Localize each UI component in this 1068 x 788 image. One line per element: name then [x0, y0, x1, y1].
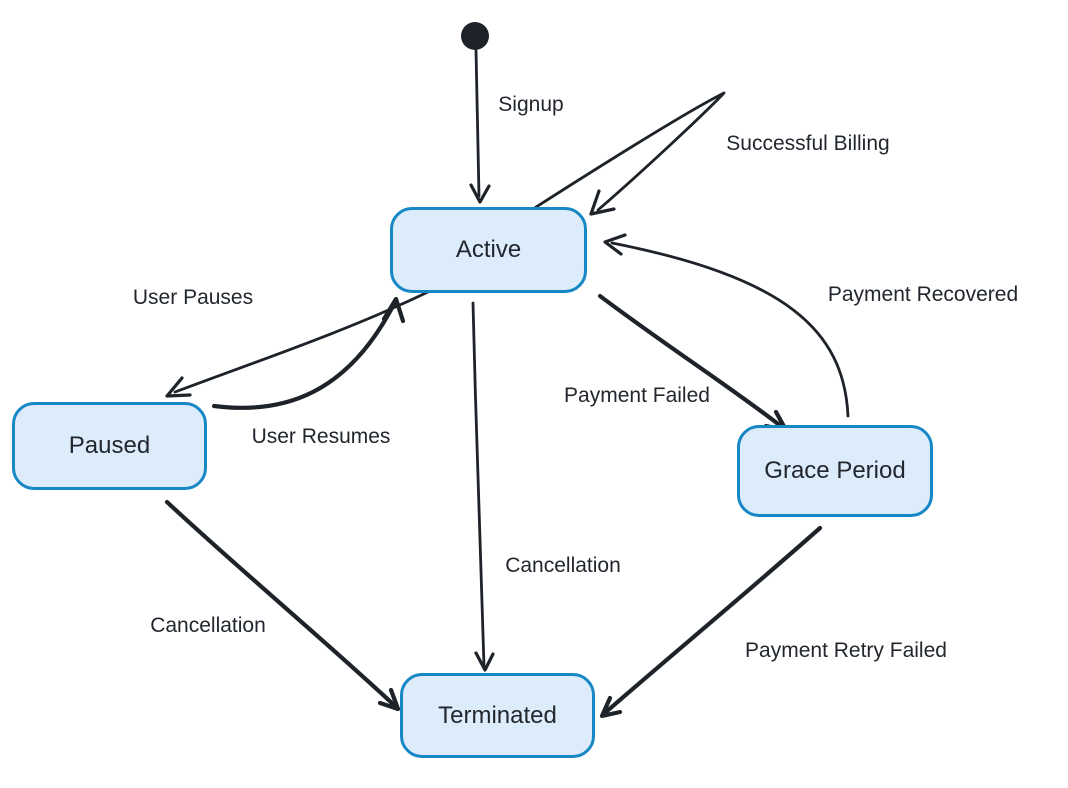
state-paused: Paused: [12, 402, 207, 490]
state-terminated-label: Terminated: [438, 701, 557, 729]
state-terminated: Terminated: [400, 673, 595, 758]
transition-label-successful-billing: Successful Billing: [726, 132, 890, 155]
state-grace-period-label: Grace Period: [764, 457, 906, 484]
arrowhead-payment-recovered: [603, 233, 627, 256]
arrowhead-user-pauses: [165, 376, 192, 398]
arrowhead-signup: [469, 183, 491, 204]
transition-label-payment-failed: Payment Failed: [564, 384, 710, 407]
state-active: Active: [390, 207, 587, 293]
state-grace-period: Grace Period: [737, 425, 933, 517]
transition-label-signup: Signup: [498, 93, 564, 116]
transition-label-user-pauses: User Pauses: [132, 286, 254, 309]
initial-state-icon: [461, 22, 489, 50]
state-paused-label: Paused: [68, 432, 151, 459]
transition-cancellation-paused-arrow: [164, 499, 398, 709]
arrowhead-cancellation-active: [474, 651, 495, 672]
transition-payment-failed-arrow: [597, 293, 785, 430]
state-active-label: Active: [455, 236, 522, 263]
transition-user-resumes-arrow: [211, 301, 397, 410]
transition-successful-billing-arrow: [531, 91, 726, 212]
transition-label-payment-retry-failed: Payment Retry Failed: [745, 639, 947, 662]
transition-payment-recovered-arrow: [610, 241, 850, 418]
transition-signup-arrow: [474, 48, 481, 198]
arrowhead-cancellation-paused: [377, 687, 401, 712]
arrowhead-successful-billing: [589, 189, 616, 216]
arrowhead-payment-retry-failed: [599, 695, 623, 719]
transition-label-payment-recovered: Payment Recovered: [827, 283, 1019, 306]
transition-label-cancellation-paused: Cancellation: [150, 614, 266, 637]
arrowhead-user-resumes: [381, 296, 406, 324]
transition-cancellation-active-arrow: [471, 301, 486, 668]
transition-payment-retry-failed-arrow: [603, 525, 823, 715]
transition-label-user-resumes: User Resumes: [251, 425, 391, 448]
transition-label-cancellation-active: Cancellation: [505, 554, 621, 577]
